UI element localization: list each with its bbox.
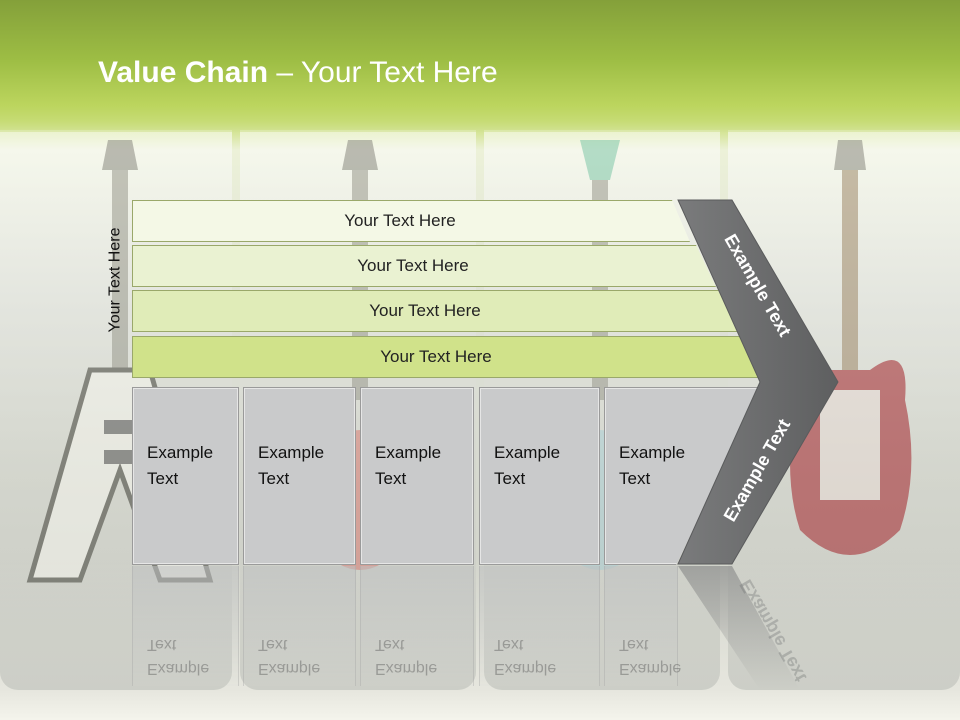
box-line-1: Example <box>375 443 442 462</box>
header-bar <box>0 0 960 132</box>
text-bar-4: Your Text Here <box>132 336 762 378</box>
text-bar-label: Your Text Here <box>357 256 469 275</box>
slide-title: Value Chain – Your Text Here <box>98 56 498 90</box>
text-bar-label: Your Text Here <box>344 211 456 230</box>
text-bar-3: Your Text Here <box>132 290 740 332</box>
text-bar-1: Your Text Here <box>132 200 690 242</box>
box-line-2: Text <box>258 469 290 488</box>
text-bar-label: Your Text Here <box>369 301 481 320</box>
text-bar-2: Your Text Here <box>132 245 716 287</box>
box-line-1: Example <box>494 443 561 462</box>
text-bar-label: Your Text Here <box>380 347 492 366</box>
box-line-2: Text <box>375 469 407 488</box>
box-line-2: Text <box>494 469 526 488</box>
box-line-2: Text <box>619 469 651 488</box>
title-bold: Value Chain <box>98 56 269 89</box>
box-line-1: Example <box>619 443 686 462</box>
box-line-1: Example <box>258 443 325 462</box>
box-line-2: Text <box>147 469 179 488</box>
title-rest: – Your Text Here <box>268 56 498 89</box>
box-line-1: Example <box>147 443 214 462</box>
